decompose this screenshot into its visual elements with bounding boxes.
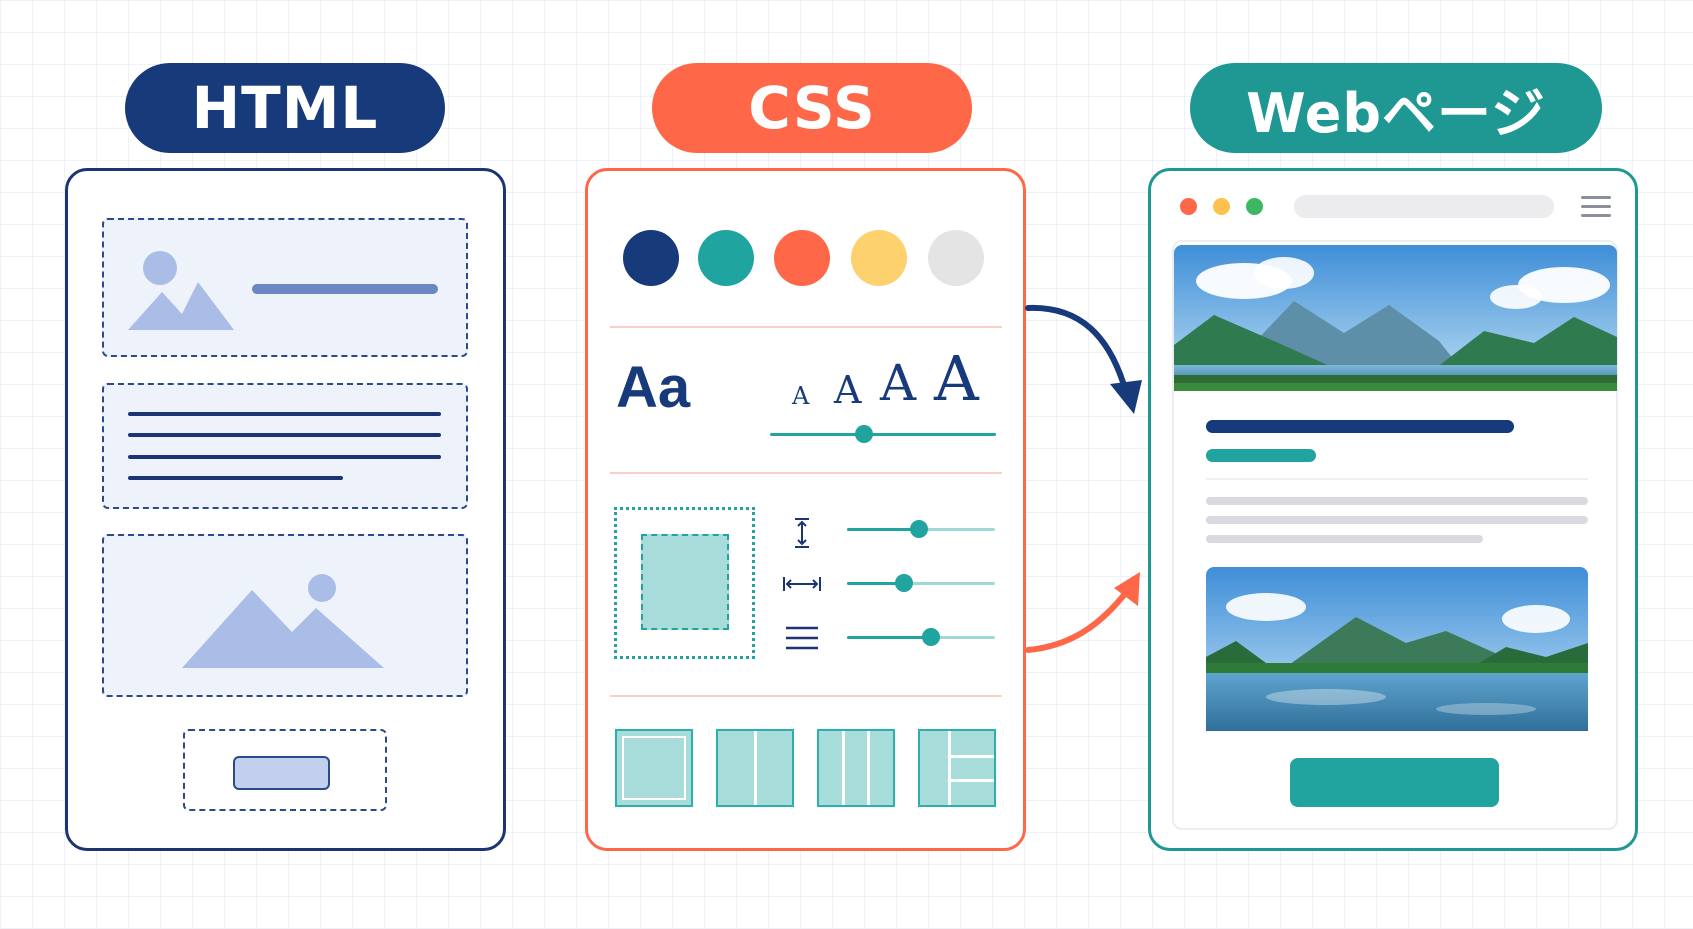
line-height-icon xyxy=(786,626,818,650)
margin-box xyxy=(614,507,755,659)
arrow-css-to-webpage-top xyxy=(1025,304,1142,414)
text-line xyxy=(128,412,441,416)
font-size-slider xyxy=(770,425,996,443)
horizontal-spacing-icon xyxy=(783,577,821,591)
arrow-css-to-webpage-bottom xyxy=(1025,572,1140,653)
html-image-block xyxy=(102,534,468,697)
font-size-a-4: A xyxy=(934,342,979,415)
slider-knob xyxy=(910,520,928,538)
slider-knob xyxy=(922,628,940,646)
slider-knob xyxy=(895,574,913,592)
layout-three-column-icon xyxy=(817,729,895,807)
page-cta-button xyxy=(1290,758,1499,807)
page-title-bar xyxy=(1206,420,1514,433)
window-close-dot xyxy=(1180,198,1197,215)
text-line xyxy=(128,476,343,480)
font-size-a-2: A xyxy=(834,368,862,412)
menu-icon xyxy=(1581,196,1611,217)
button-placeholder xyxy=(233,756,330,790)
color-swatch-teal xyxy=(698,230,754,286)
spacing-slider-2 xyxy=(847,574,995,592)
html-button-block xyxy=(183,729,387,811)
color-swatch-gray xyxy=(928,230,984,286)
page-text-line xyxy=(1206,535,1483,543)
window-minimize-dot xyxy=(1213,198,1230,215)
header-line xyxy=(252,284,438,294)
color-swatch-yellow xyxy=(851,230,907,286)
spacing-slider-3 xyxy=(847,628,995,646)
page-text-line xyxy=(1206,497,1588,505)
page-text-line xyxy=(1206,516,1588,524)
text-line xyxy=(128,433,441,437)
layout-two-column-icon xyxy=(716,729,794,807)
spacing-slider-1 xyxy=(847,520,995,538)
window-maximize-dot xyxy=(1246,198,1263,215)
lake-landscape-image xyxy=(1206,567,1588,731)
address-bar xyxy=(1294,195,1554,218)
layout-grid-icon xyxy=(918,729,996,807)
css-separator xyxy=(610,326,1002,328)
webpage-label: Webページ xyxy=(1190,63,1602,153)
hero-landscape-image xyxy=(1174,245,1617,391)
page-subtitle-bar xyxy=(1206,449,1316,462)
image-placeholder-icon xyxy=(182,574,384,668)
image-placeholder-icon xyxy=(128,251,234,330)
css-label: CSS xyxy=(652,63,972,153)
text-line xyxy=(128,455,441,459)
font-sample: Aa xyxy=(616,355,691,420)
font-size-a-1: A xyxy=(792,382,810,410)
page-divider xyxy=(1206,478,1588,480)
html-text-block xyxy=(102,383,468,509)
content-box xyxy=(641,534,729,630)
vertical-spacing-icon xyxy=(795,518,809,548)
css-separator xyxy=(610,472,1002,474)
font-size-a-3: A xyxy=(880,354,917,412)
color-swatch-navy xyxy=(623,230,679,286)
layout-single-column-icon xyxy=(615,729,693,807)
slider-knob xyxy=(855,425,873,443)
html-label: HTML xyxy=(125,63,445,153)
css-separator xyxy=(610,695,1002,697)
color-swatch-coral xyxy=(774,230,830,286)
